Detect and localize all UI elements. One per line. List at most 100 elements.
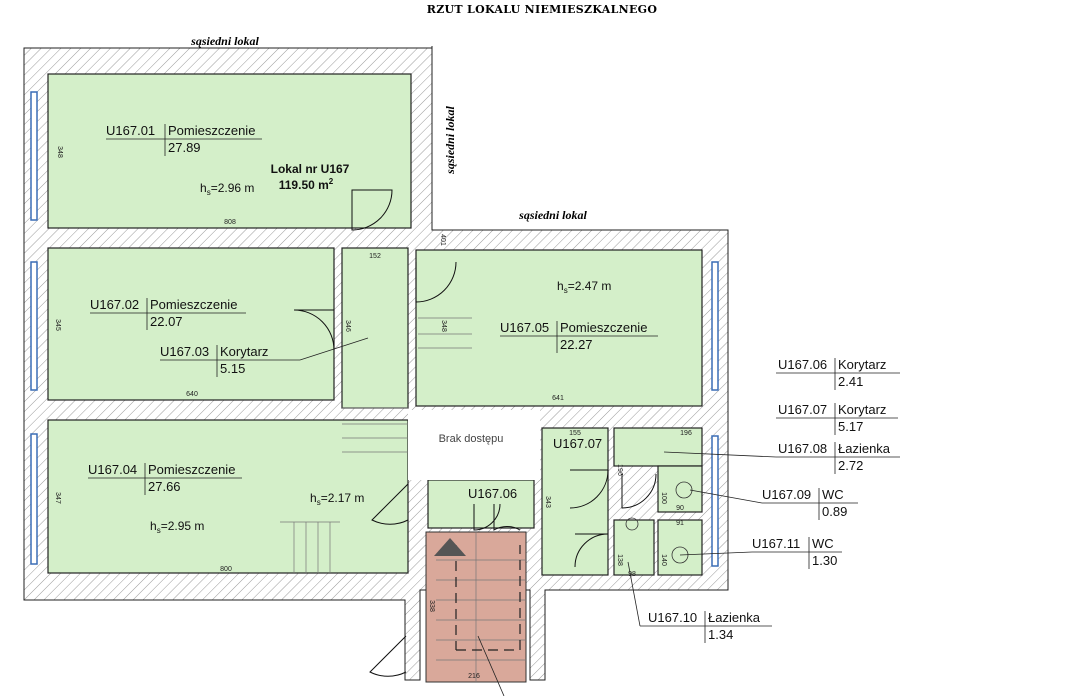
svg-text:U167.10: U167.10	[648, 610, 697, 625]
dim-label: 347	[54, 492, 61, 504]
room-u167-04	[47, 419, 409, 574]
room-u167-07	[541, 427, 609, 576]
dimension-labels: 348 808 152 401 345 346 348 640 641 347 …	[54, 146, 692, 680]
height-label: hs=2.47 m	[557, 279, 611, 295]
dim-label: 100	[660, 492, 667, 504]
svg-text:U167.06: U167.06	[778, 357, 827, 372]
dim-label: 91	[676, 520, 684, 527]
window	[711, 261, 719, 391]
svg-text:2.72: 2.72	[838, 458, 863, 473]
svg-text:U167.01: U167.01	[106, 123, 155, 138]
neighbor-label-mid: sąsiedni lokal	[518, 208, 587, 222]
svg-text:WC: WC	[812, 536, 834, 551]
height-label: hs=2.95 m	[150, 519, 204, 535]
height-label: hs=2.17 m	[310, 491, 364, 507]
window	[711, 435, 719, 567]
unit-name: Lokal nr U167	[271, 162, 350, 176]
room-code-u167-07: U167.07	[553, 436, 602, 451]
dim-label: 216	[468, 673, 480, 680]
window	[30, 261, 38, 391]
dim-label: 140	[660, 554, 667, 566]
dim-label: 338	[428, 600, 435, 612]
dim-label: 196	[680, 430, 692, 437]
svg-text:5.17: 5.17	[838, 419, 863, 434]
svg-text:1.34: 1.34	[708, 627, 733, 642]
unit-area: 119.50 m2	[279, 177, 334, 192]
room-code-u167-06: U167.06	[468, 486, 517, 501]
svg-text:27.66: 27.66	[148, 479, 181, 494]
window	[30, 91, 38, 221]
rooms	[47, 73, 703, 683]
dim-label: 808	[224, 219, 236, 226]
dim-label: 345	[54, 319, 61, 331]
callout-u167-06: U167.06 Korytarz 2.41	[776, 357, 900, 390]
dim-label: 155	[569, 430, 581, 437]
svg-text:5.15: 5.15	[220, 361, 245, 376]
svg-text:U167.11: U167.11	[752, 536, 800, 551]
callout-u167-10: U167.10 Łazienka 1.34	[627, 561, 772, 643]
svg-text:0.89: 0.89	[822, 504, 847, 519]
room-label-u167-03: U167.03 Korytarz 5.15	[160, 337, 369, 377]
callout-u167-09: U167.09 WC 0.89	[689, 487, 858, 520]
dim-label: 800	[220, 566, 232, 573]
room-u167-09	[657, 465, 703, 513]
dim-label: 346	[344, 320, 351, 332]
room-u167-02	[47, 247, 335, 401]
dim-label: 152	[369, 253, 381, 260]
neighbor-label-top: sąsiedni lokal	[190, 34, 259, 48]
svg-text:U167.04: U167.04	[88, 462, 137, 477]
callout-labels: U167.06 Korytarz 2.41 U167.07 Korytarz 5…	[627, 357, 900, 643]
svg-text:Korytarz: Korytarz	[838, 357, 886, 372]
svg-text:2.41: 2.41	[838, 374, 863, 389]
room-u167-10	[613, 519, 655, 576]
room-u167-03	[341, 247, 409, 409]
dim-label: 641	[552, 395, 564, 402]
dim-label: 98	[628, 571, 636, 578]
room-label-u167-01: U167.01 Pomieszczenie 27.89	[106, 123, 262, 156]
dim-label: 640	[186, 391, 198, 398]
callout-u167-11: U167.11 WC 1.30	[679, 536, 842, 569]
svg-text:Pomieszczenie: Pomieszczenie	[168, 123, 255, 138]
room-label-u167-04: U167.04 Pomieszczenie 27.66	[88, 462, 242, 495]
svg-text:U167.09: U167.09	[762, 487, 811, 502]
callout-u167-07: U167.07 Korytarz 5.17	[776, 402, 898, 435]
room-u167-05	[415, 249, 703, 407]
svg-text:U167.08: U167.08	[778, 441, 827, 456]
doors	[293, 189, 693, 677]
svg-text:22.27: 22.27	[560, 337, 593, 352]
svg-text:Pomieszczenie: Pomieszczenie	[148, 462, 235, 477]
dim-label: 90	[676, 505, 684, 512]
svg-text:1.30: 1.30	[812, 553, 837, 568]
windows	[30, 91, 719, 567]
room-labels: U167.01 Pomieszczenie 27.89 U167.02 Pomi…	[88, 123, 658, 501]
plan-title: RZUT LOKALU NIEMIESZKALNEGO	[427, 3, 658, 16]
svg-text:U167.05: U167.05	[500, 320, 549, 335]
no-access-label: Brak dostępu	[439, 433, 504, 445]
dim-label: 348	[440, 320, 447, 332]
dim-label: 138	[616, 554, 623, 566]
room-heights: hs=2.96 m hs=2.47 m hs=2.17 m hs=2.95 m	[150, 181, 611, 535]
dim-label: 343	[544, 496, 551, 508]
svg-text:U167.07: U167.07	[778, 402, 827, 417]
svg-text:27.89: 27.89	[168, 140, 201, 155]
svg-text:Korytarz: Korytarz	[220, 344, 268, 359]
room-u167-11	[657, 519, 703, 576]
height-label: hs=2.96 m	[200, 181, 254, 197]
neighbor-label-right: sąsiedni lokal	[443, 106, 457, 175]
room-label-u167-02: U167.02 Pomieszczenie 22.07	[90, 297, 246, 330]
window	[30, 433, 38, 565]
dim-label: 196	[616, 464, 623, 476]
svg-text:Łazienka: Łazienka	[708, 610, 761, 625]
svg-text:Korytarz: Korytarz	[838, 402, 886, 417]
svg-text:Łazienka: Łazienka	[838, 441, 891, 456]
svg-text:Pomieszczenie: Pomieszczenie	[150, 297, 237, 312]
room-label-u167-05: U167.05 Pomieszczenie 22.27	[500, 320, 658, 353]
svg-text:U167.03: U167.03	[160, 344, 209, 359]
callout-u167-08: U167.08 Łazienka 2.72	[663, 441, 900, 474]
dim-label: 348	[56, 146, 63, 158]
svg-text:Pomieszczenie: Pomieszczenie	[560, 320, 647, 335]
svg-text:22.07: 22.07	[150, 314, 183, 329]
svg-text:WC: WC	[822, 487, 844, 502]
svg-text:U167.02: U167.02	[90, 297, 139, 312]
